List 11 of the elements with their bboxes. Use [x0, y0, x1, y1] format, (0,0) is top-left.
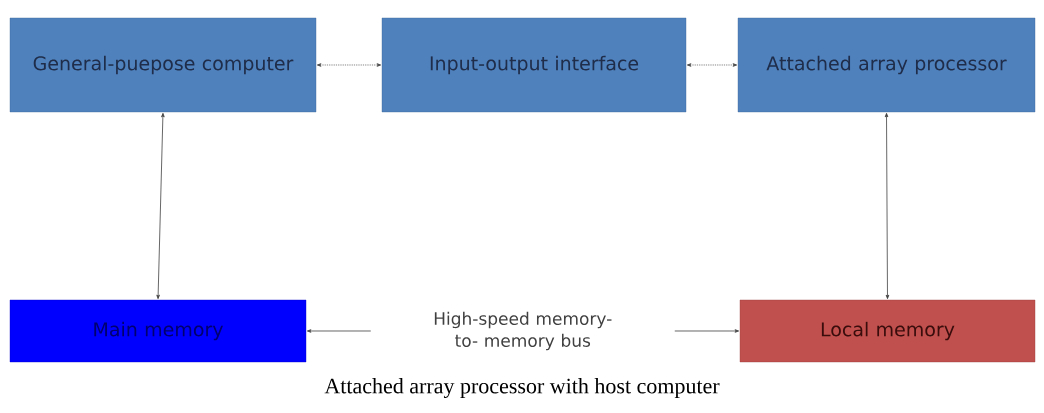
process-box: Local memory	[739, 299, 1036, 363]
process-box: General-puepose computer	[9, 17, 317, 113]
process-box: Main memory	[9, 299, 307, 363]
edge-label: High-speed memory-to- memory bus	[370, 309, 675, 353]
process-box: Attached array processor	[737, 17, 1036, 113]
arrow	[884, 112, 890, 300]
caption: Attached array processor with host computer	[324, 378, 720, 398]
arrow	[686, 63, 738, 67]
process-box: Input-output interface	[381, 17, 687, 113]
arrow	[156, 112, 165, 300]
arrow	[316, 63, 382, 67]
